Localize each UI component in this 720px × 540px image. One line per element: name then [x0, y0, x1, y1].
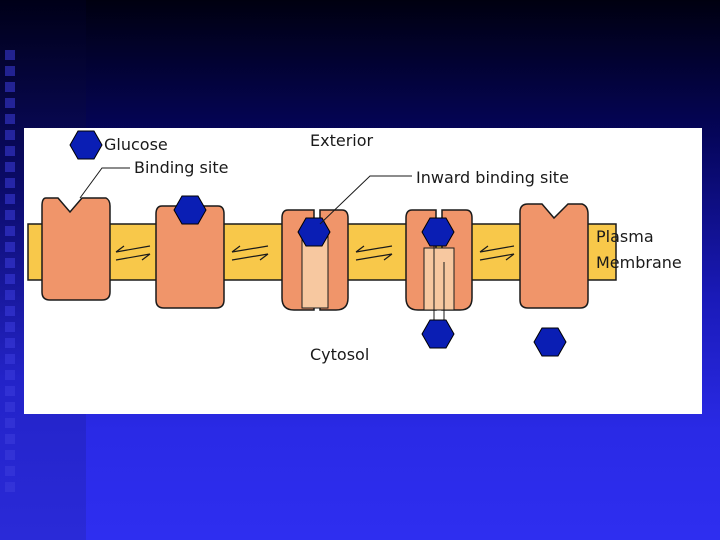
glucose-hexagon-icon — [421, 319, 455, 349]
equilibrium-arrows-icon — [231, 245, 269, 261]
cytosol-label: Cytosol — [310, 345, 369, 364]
binding-site-label: Binding site — [134, 158, 228, 177]
equilibrium-arrows-icon — [355, 245, 393, 261]
transporter-channel-4 — [423, 247, 455, 311]
transporter-protein-2 — [155, 205, 225, 309]
inward-binding-site-label: Inward binding site — [416, 168, 569, 187]
glucose-transporter-diagram: Glucose Binding site Exterior Inward bin… — [27, 130, 682, 364]
transporter-protein-5 — [519, 203, 589, 309]
glucose-hexagon-icon — [173, 195, 207, 225]
inward-binding-site-leader-line — [319, 175, 412, 225]
membrane-label: Membrane — [596, 253, 682, 272]
decorative-squares — [5, 50, 19, 498]
glucose-hexagon-icon — [297, 217, 331, 247]
plasma-label: Plasma — [596, 227, 654, 246]
binding-site-leader-line — [79, 167, 130, 199]
equilibrium-arrows-icon — [115, 245, 151, 261]
transporter-channel-3 — [301, 235, 329, 309]
transporter-protein-1 — [41, 197, 111, 301]
glucose-hexagon-icon — [421, 217, 455, 247]
glucose-hexagon-icon — [69, 130, 103, 160]
diagram-panel: Glucose Binding site Exterior Inward bin… — [24, 128, 702, 414]
glucose-hexagon-icon — [533, 327, 567, 357]
equilibrium-arrows-icon — [479, 245, 515, 261]
glucose-label: Glucose — [104, 135, 168, 154]
exterior-label: Exterior — [310, 131, 374, 150]
